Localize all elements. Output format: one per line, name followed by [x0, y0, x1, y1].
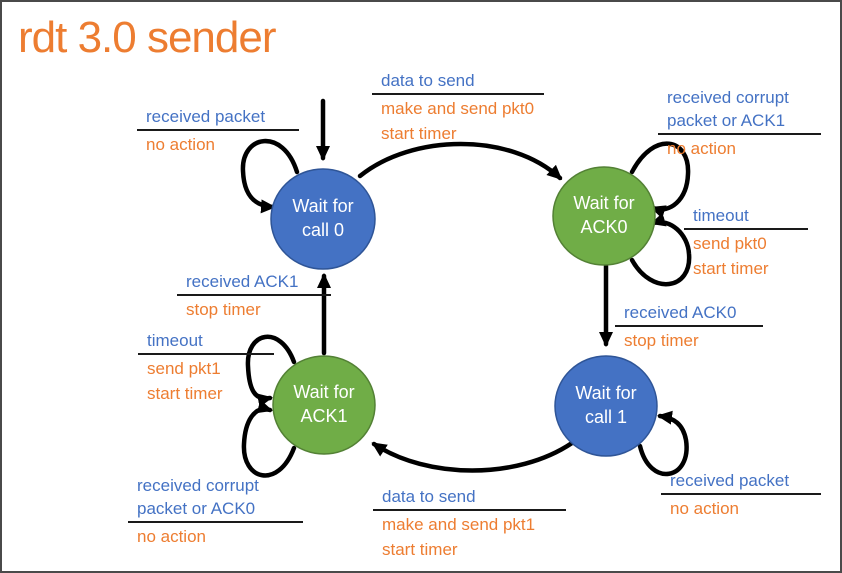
- arrow-call1-to-ack1: [371, 440, 575, 473]
- transition-label-call1-self: received packet no action: [661, 469, 821, 520]
- arrow-ack1-self-corrupt: [241, 399, 297, 478]
- event-text: data to send: [372, 69, 545, 95]
- state-wait-ack0: [552, 166, 656, 266]
- arrow-call0-self-loop: [240, 138, 300, 214]
- action-text: start timer: [381, 124, 457, 143]
- arrow-ack0-self-corrupt: [629, 141, 691, 219]
- action-text: start timer: [382, 540, 458, 559]
- action-text: no action: [670, 499, 739, 518]
- event-text: received corrupt: [667, 88, 789, 107]
- event-text: packet or ACK0: [128, 497, 303, 523]
- action-text: send pkt0: [693, 234, 767, 253]
- transition-label-call1-to-ack1: data to send make and send pkt1 start ti…: [373, 485, 566, 561]
- state-wait-ack1: [272, 355, 376, 455]
- action-text: make and send pkt0: [381, 99, 535, 118]
- event-text: received ACK0: [615, 301, 763, 327]
- state-wait-call-1: [554, 355, 658, 457]
- event-text: received packet: [137, 105, 299, 131]
- action-text: stop timer: [624, 331, 699, 350]
- transition-label-call0-self: received packet no action: [137, 105, 299, 156]
- arrow-ack1-self-timeout: [245, 334, 297, 408]
- action-text: stop timer: [186, 300, 261, 319]
- event-text: received corrupt: [137, 476, 259, 495]
- action-text: start timer: [147, 384, 223, 403]
- action-text: make and send pkt1: [382, 515, 536, 534]
- arrow-call1-self-loop: [637, 410, 689, 477]
- action-text: no action: [667, 139, 736, 158]
- transition-label-call0-to-ack0: data to send make and send pkt0 start ti…: [372, 69, 545, 145]
- transition-label-ack0-to-call1: received ACK0 stop timer: [615, 301, 763, 352]
- arrow-ack0-self-timeout: [629, 212, 692, 287]
- event-text: packet or ACK1: [658, 109, 821, 135]
- action-text: start timer: [693, 259, 769, 278]
- action-text: no action: [137, 527, 206, 546]
- page-title: rdt 3.0 sender: [18, 13, 276, 62]
- state-wait-call-0: [270, 168, 376, 270]
- transition-label-ack1-self-timeout: timeout send pkt1 start timer: [138, 329, 274, 405]
- event-text: received packet: [661, 469, 821, 495]
- action-text: no action: [146, 135, 215, 154]
- event-text: timeout: [138, 329, 274, 355]
- event-text: timeout: [684, 204, 808, 230]
- transition-label-ack0-self-corrupt: received corrupt packet or ACK1 no actio…: [658, 86, 821, 160]
- transition-label-ack0-self-timeout: timeout send pkt0 start timer: [684, 204, 808, 280]
- action-text: send pkt1: [147, 359, 221, 378]
- arrow-call0-to-ack0: [357, 141, 563, 181]
- event-text: received ACK1: [177, 270, 331, 296]
- transition-label-ack1-to-call0: received ACK1 stop timer: [177, 270, 331, 321]
- event-text: data to send: [373, 485, 566, 511]
- transition-label-ack1-self-corrupt: received corrupt packet or ACK0 no actio…: [128, 474, 303, 548]
